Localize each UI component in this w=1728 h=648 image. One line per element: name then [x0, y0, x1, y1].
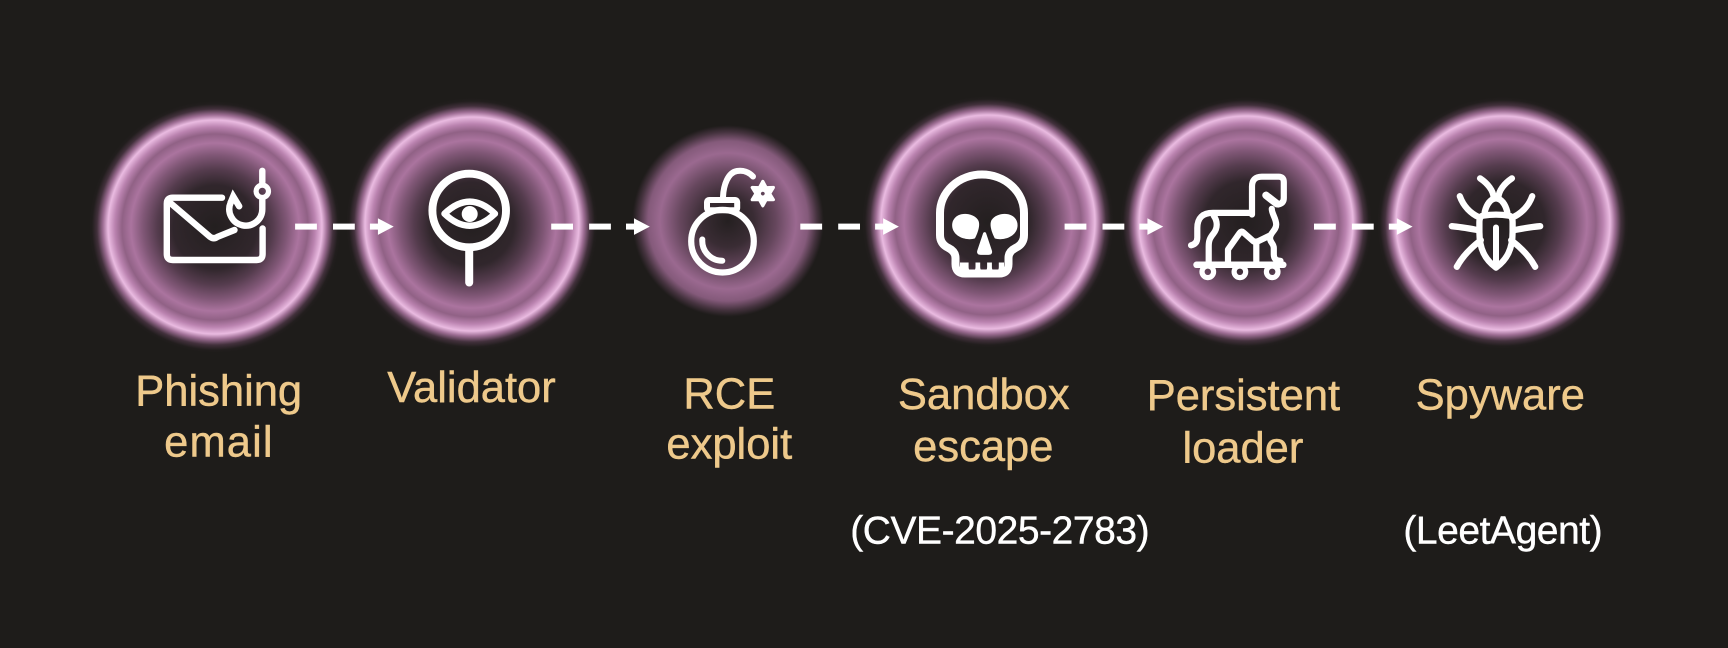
svg-text:RCE: RCE	[683, 371, 775, 419]
svg-text:Persistent: Persistent	[1147, 372, 1340, 420]
svg-text:Phishing: Phishing	[135, 368, 302, 416]
svg-text:Spyware: Spyware	[1416, 372, 1585, 420]
svg-text:Validator: Validator	[387, 364, 555, 412]
svg-text:Sandbox: Sandbox	[898, 371, 1070, 419]
svg-text:escape: escape	[913, 423, 1053, 471]
svg-text:(LeetAgent): (LeetAgent)	[1403, 510, 1602, 553]
svg-text:email: email	[164, 419, 273, 467]
svg-text:loader: loader	[1182, 424, 1303, 472]
svg-text:(CVE-2025-2783): (CVE-2025-2783)	[850, 510, 1149, 553]
svg-text:exploit: exploit	[666, 420, 792, 468]
